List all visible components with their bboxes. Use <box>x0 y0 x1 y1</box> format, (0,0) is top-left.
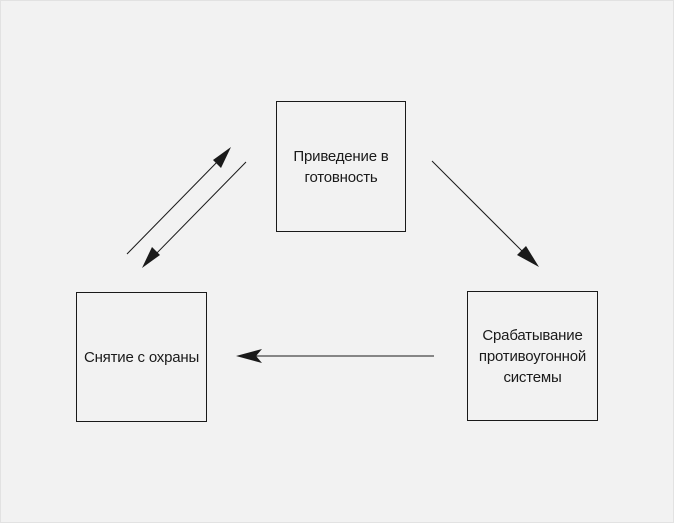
edge-arm-to-alarm <box>431 160 539 267</box>
node-alarm: Срабатывание противоугонной системы <box>467 291 598 421</box>
node-disarm: Снятие с охраны <box>76 292 207 422</box>
edge-arm-to-disarm <box>142 161 247 268</box>
node-arm-label: Приведение в готовность <box>293 147 389 186</box>
arrowhead-icon <box>142 247 160 268</box>
node-alarm-label: Срабатывание противоугонной системы <box>478 326 587 386</box>
arrowhead-icon <box>213 147 231 168</box>
node-disarm-label: Снятие с охраны <box>83 348 200 366</box>
node-arm: Приведение в готовность <box>276 101 406 232</box>
arrowhead-icon <box>236 349 262 363</box>
edge-disarm-to-arm <box>126 147 231 255</box>
edge-alarm-to-disarm <box>236 349 434 363</box>
arrowhead-icon <box>517 246 539 267</box>
